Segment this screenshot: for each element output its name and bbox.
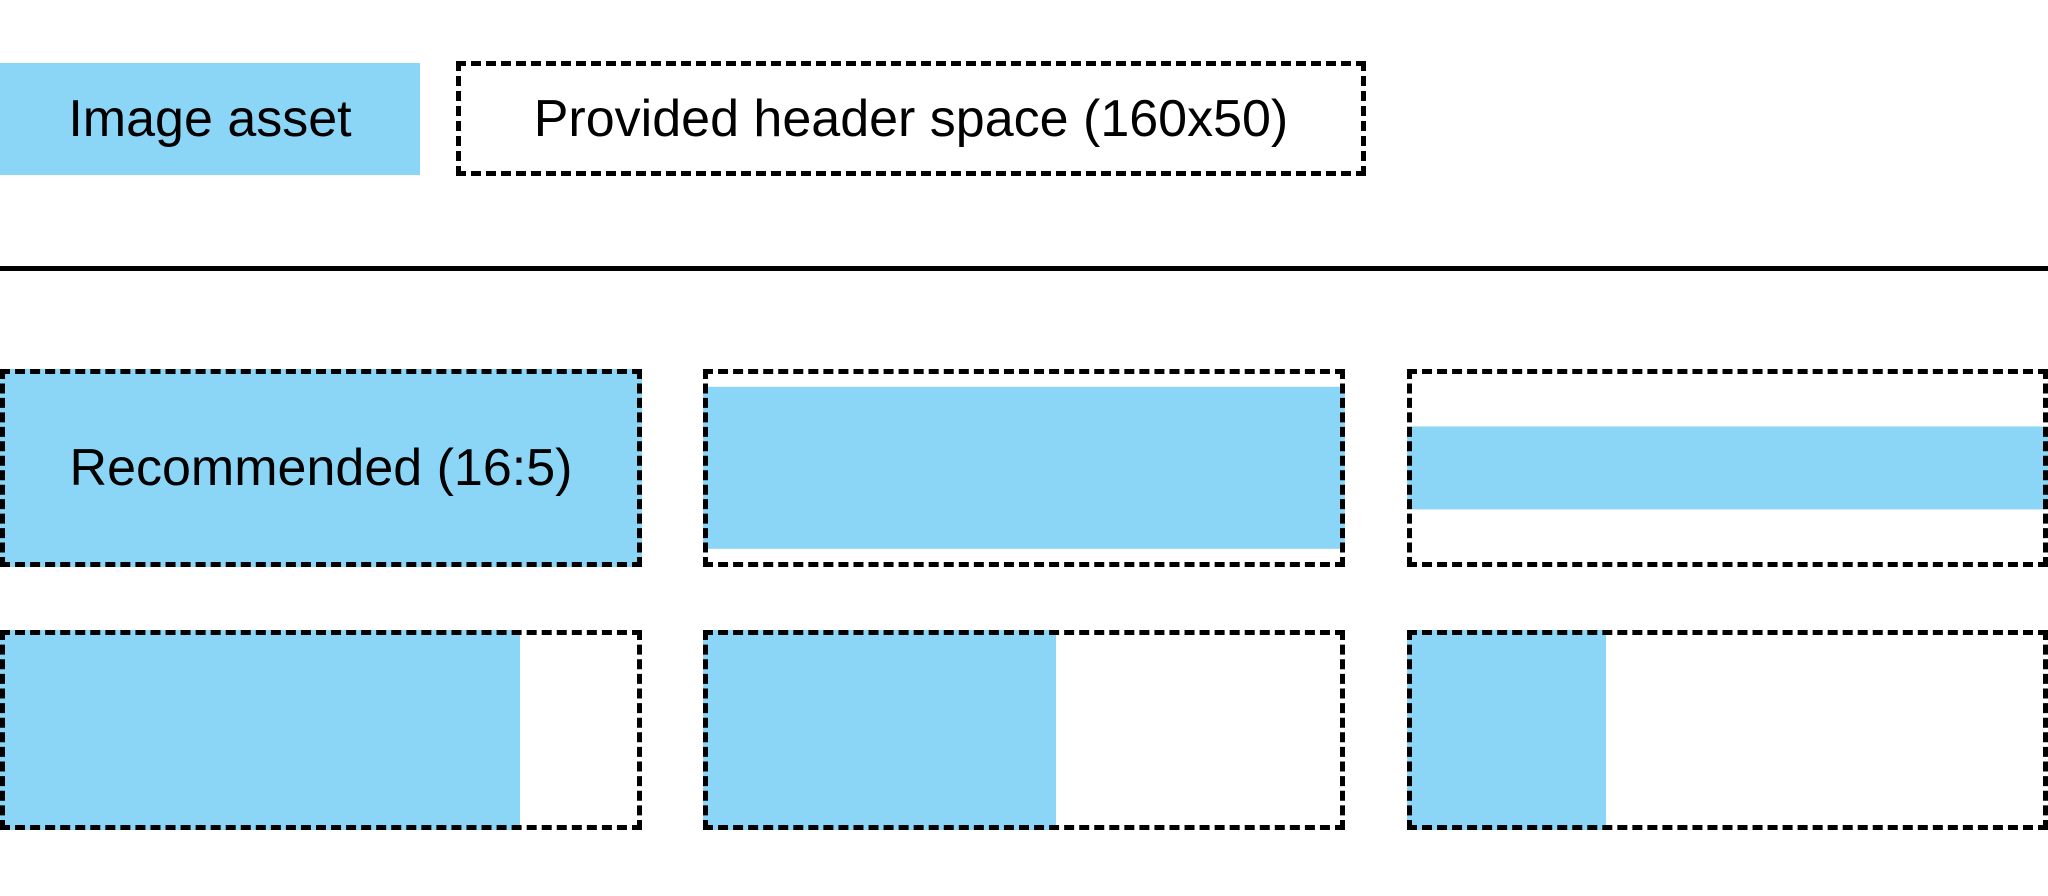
cell-recommended-16-5: Recommended (16:5) <box>0 369 642 567</box>
cell-narrow-pillarbox-medium <box>703 630 1345 830</box>
legend-image-asset-label: Image asset <box>68 90 352 148</box>
image-asset-fill <box>1407 630 1606 830</box>
cell-narrow-pillarbox-small <box>1407 630 2048 830</box>
image-asset-fill <box>703 386 1345 550</box>
section-divider <box>0 266 2048 271</box>
recommended-ratio-label: Recommended (16:5) <box>69 439 573 497</box>
cell-narrow-pillarbox-large <box>0 630 642 830</box>
image-asset-fill <box>0 630 521 830</box>
legend-header-space-box: Provided header space (160x50) <box>456 61 1366 176</box>
cell-wide-letterbox-small <box>1407 369 2048 567</box>
legend-image-asset-swatch: Image asset <box>0 63 420 175</box>
image-asset-fill <box>0 369 642 567</box>
cell-wide-letterbox-large <box>703 369 1345 567</box>
image-asset-fill <box>1407 426 2048 510</box>
legend-header-space-label: Provided header space (160x50) <box>533 89 1289 148</box>
image-asset-fill <box>703 630 1057 830</box>
